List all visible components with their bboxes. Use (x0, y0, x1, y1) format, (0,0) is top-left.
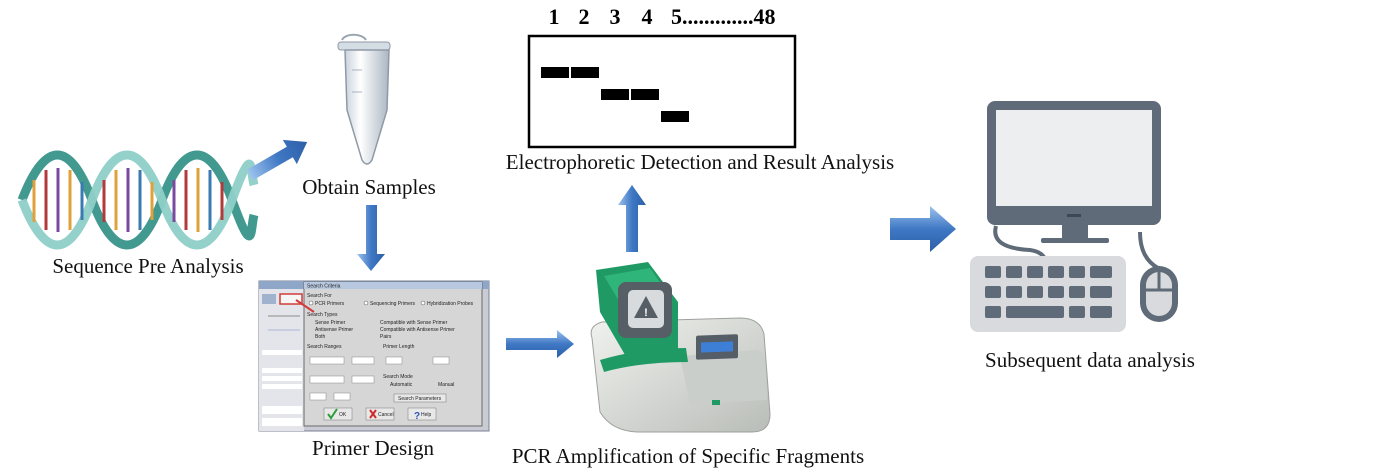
opt-manual[interactable]: Manual (438, 382, 454, 388)
opt-antisense-primer[interactable]: Antisense Primer (315, 327, 353, 333)
length-max-input[interactable] (432, 356, 450, 365)
antisense-end-input[interactable] (351, 375, 375, 384)
arrow-to-electro-icon (618, 185, 646, 252)
sample-tube-icon (337, 33, 391, 165)
ok-label: OK (339, 412, 347, 418)
product-min-input[interactable] (309, 392, 327, 401)
help-button[interactable] (407, 407, 437, 421)
opt-compatible-sense[interactable]: Compatible with Sense Primer (380, 320, 448, 326)
subsequent-analysis-label: Subsequent data analysis (985, 348, 1195, 372)
range-start-input[interactable] (309, 356, 345, 365)
help-label: Help (421, 412, 432, 418)
opt-sequencing-primers[interactable]: Sequencing Primers (370, 301, 416, 307)
search-mode-heading: Search Mode (383, 374, 413, 380)
check-icon (327, 408, 338, 420)
search-ranges-heading: Search Ranges (307, 344, 342, 350)
primer-design-window: Search Criteria Search For PCR Primers S… (258, 280, 490, 432)
opt-hybridization-probes[interactable]: Hybridization Probes (427, 301, 474, 307)
arrow-to-samples-icon (247, 139, 308, 181)
opt-both[interactable]: Both (315, 334, 326, 340)
arrow-to-pcr-icon (506, 330, 574, 358)
sequence-pre-analysis-label: Sequence Pre Analysis (52, 254, 243, 278)
length-min-input[interactable] (385, 356, 403, 365)
antisense-start-input[interactable] (309, 375, 345, 384)
svg-text:!: ! (644, 307, 648, 319)
thermocycler-icon: ! (590, 262, 771, 433)
obtain-samples-label: Obtain Samples (302, 175, 436, 199)
opt-compatible-antisense[interactable]: Compatible with Antisense Primer (380, 327, 455, 333)
primer-length-heading: Primer Length (383, 344, 415, 350)
cancel-button[interactable] (365, 407, 395, 421)
arrow-to-computer-icon (890, 206, 956, 252)
search-parameters-label: Search Parameters (398, 396, 442, 402)
gel-image (527, 34, 797, 149)
cancel-label: Cancel (378, 412, 394, 418)
lane-number: 3 (610, 4, 621, 29)
primer-design-label: Primer Design (312, 436, 434, 460)
dialog-title: Search Criteria (307, 284, 341, 290)
search-for-heading: Search For (307, 293, 332, 299)
lane-number: 2 (579, 4, 590, 29)
arrow-to-primer-icon (357, 205, 385, 271)
opt-pairs[interactable]: Pairs (380, 334, 392, 340)
product-max-input[interactable] (333, 392, 351, 401)
computer-icon (970, 101, 1178, 332)
range-end-input[interactable] (351, 356, 375, 365)
dna-helix-icon (17, 150, 259, 250)
electrophoretic-detection-label: Electrophoretic Detection and Result Ana… (506, 150, 894, 174)
opt-pcr-primers[interactable]: PCR Primers (315, 301, 345, 307)
opt-sense-primer[interactable]: Sense Primer (315, 320, 346, 326)
lane-number: 1 (549, 4, 560, 29)
search-type-heading: Search Types (307, 312, 338, 318)
opt-automatic[interactable]: Automatic (390, 382, 413, 388)
search-parameters-button[interactable] (393, 393, 447, 403)
help-icon: ? (414, 411, 420, 422)
lane-number: 4 (642, 4, 653, 29)
cancel-x-icon (369, 409, 377, 419)
lane-number-range: 5.............48 (671, 4, 776, 29)
pcr-amplification-label: PCR Amplification of Specific Fragments (512, 444, 864, 468)
